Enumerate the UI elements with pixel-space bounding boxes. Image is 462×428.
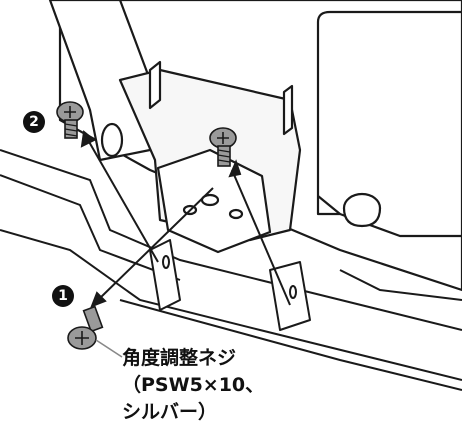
step-badge-2: 2 [23, 111, 45, 133]
callout-line-2: （PSW5×10、 [122, 374, 265, 396]
screw-center [209, 127, 237, 167]
screw-bottom [67, 305, 104, 350]
step-badge-2-number: 2 [29, 114, 39, 130]
side-rails [149, 239, 311, 331]
callout-line-1: 角度調整ネジ [122, 347, 237, 369]
callout-leader [95, 339, 123, 358]
step-badge-1: 1 [52, 285, 74, 307]
callout-line-3: シルバー） [122, 401, 218, 423]
arrow-step-2 [87, 139, 159, 263]
arrows [80, 130, 291, 308]
screw-callout: 角度調整ネジ （PSW5×10、 シルバー） [122, 345, 264, 426]
step-badge-1-number: 1 [58, 288, 68, 304]
arrow-screw-down [231, 169, 291, 306]
screw-top-left [56, 101, 84, 139]
arrow-step-1 [97, 187, 214, 301]
